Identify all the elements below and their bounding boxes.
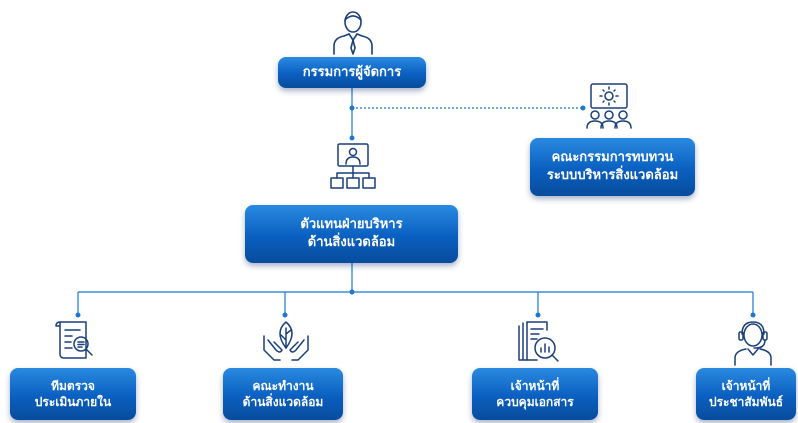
junction-dot xyxy=(282,312,288,318)
node-label-line1: ตัวแทนฝ่ายบริหาร xyxy=(300,217,403,233)
node-label-line1: ทีมตรวจ xyxy=(51,378,95,393)
hands-leaf-icon xyxy=(260,318,312,364)
headset-agent-icon xyxy=(730,318,776,366)
managing-director-box: กรรมการผู้จัดการ xyxy=(278,57,426,88)
junction-dot xyxy=(75,312,81,318)
node-label-line2: ด้านสิ่งแวดล้อม xyxy=(307,235,396,250)
junction-dot xyxy=(349,289,355,295)
junction-dot xyxy=(580,105,586,111)
document-chart-search-icon xyxy=(515,320,561,366)
environmental-review-committee-box: คณะกรรมการทบทวน ระบบบริหารสิ่งแวดล้อม xyxy=(530,138,695,196)
environmental-working-group-box: คณะทำงาน ด้านสิ่งแวดล้อม xyxy=(223,368,343,420)
junction-dot xyxy=(349,105,355,111)
meeting-group-icon xyxy=(584,82,634,132)
internal-audit-team-box: ทีมตรวจ ประเมินภายใน xyxy=(10,368,136,420)
management-representative-box: ตัวแทนฝ่ายบริหาร ด้านสิ่งแวดล้อม xyxy=(245,205,458,263)
node-label-line1: คณะทำงาน xyxy=(252,378,314,393)
node-label: กรรมการผู้จัดการ xyxy=(302,64,402,80)
node-label-line2: ด้านสิ่งแวดล้อม xyxy=(242,395,324,409)
node-label-line2: ประเมินภายใน xyxy=(34,395,112,409)
junction-dot xyxy=(535,312,541,318)
junction-dot xyxy=(349,135,355,141)
manager-icon xyxy=(330,8,376,56)
presenter-hierarchy-icon xyxy=(328,142,378,192)
document-scroll-search-icon xyxy=(54,318,98,364)
document-control-officer-box: เจ้าหน้าที่ ควบคุมเอกสาร xyxy=(472,368,598,420)
node-label-line2: ระบบบริหารสิ่งแวดล้อม xyxy=(546,168,679,183)
node-label-line2: ประชาสัมพันธ์ xyxy=(708,395,784,409)
node-label-line1: คณะกรรมการทบทวน xyxy=(551,150,674,166)
node-label-line1: เจ้าหน้าที่ xyxy=(721,378,771,393)
node-label-line2: ควบคุมเอกสาร xyxy=(496,395,574,409)
junction-dot xyxy=(750,312,756,318)
node-label-line1: เจ้าหน้าที่ xyxy=(510,378,560,393)
public-relations-officer-box: เจ้าหน้าที่ ประชาสัมพันธ์ xyxy=(696,368,796,420)
